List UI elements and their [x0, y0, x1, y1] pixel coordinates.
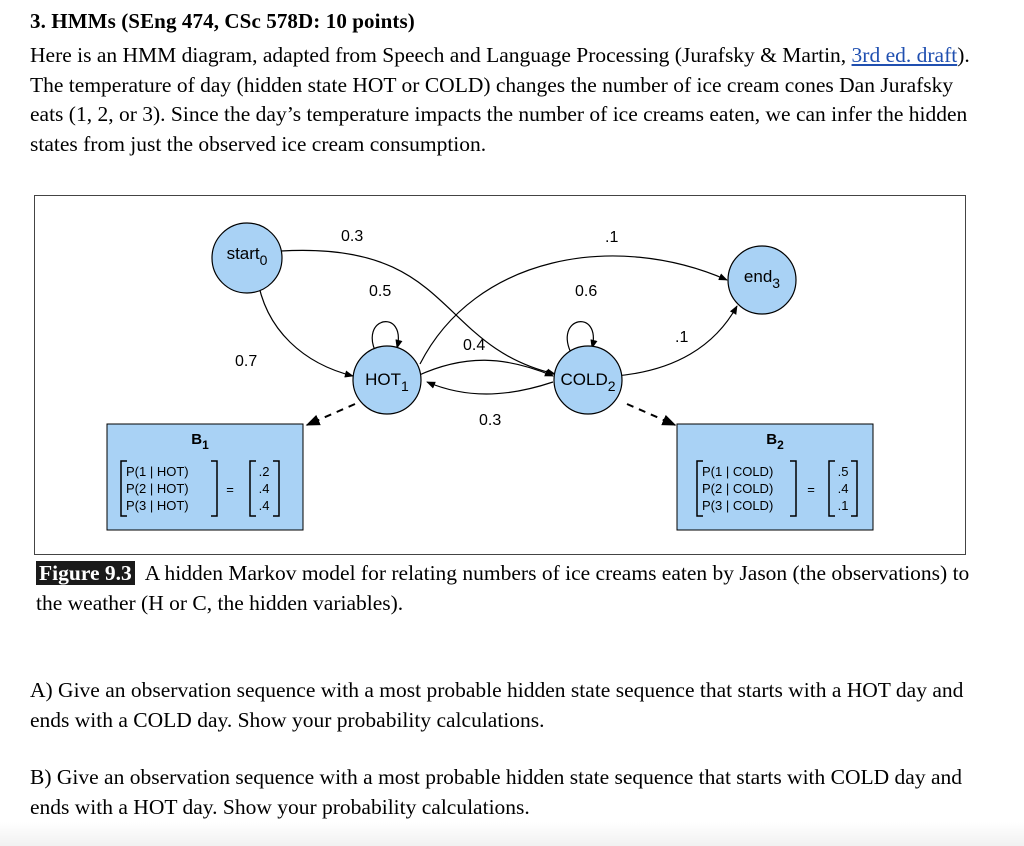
svg-text:end3: end3 — [744, 267, 780, 291]
node-end-label: end — [744, 267, 772, 286]
node-end-sub: 3 — [772, 275, 780, 291]
node-start-label: start — [227, 244, 260, 263]
edge-cold-to-end — [614, 305, 738, 377]
edge-cold-to-hot — [426, 381, 554, 395]
b1-row-3: P(3 | HOT) — [126, 498, 189, 513]
node-start: start0 — [211, 222, 283, 294]
svg-text:B1: B1 — [191, 431, 209, 452]
node-cold: COLD2 — [553, 345, 623, 415]
bottom-edge — [0, 822, 1024, 846]
b2-equals: = — [807, 482, 815, 497]
label-hot-to-end: .1 — [605, 229, 618, 246]
b1-values-right-bracket — [273, 460, 280, 517]
edge-cold-to-b2 — [626, 403, 677, 426]
b2-row-2: P(2 | COLD) — [702, 481, 773, 496]
question-a: A) Give an observation sequence with a m… — [30, 678, 964, 732]
intro-text-before: Here is an HMM diagram, adapted from Spe… — [30, 43, 852, 67]
b2-values-right-bracket — [851, 460, 858, 517]
label-cold-self: 0.6 — [575, 283, 597, 300]
edge-hot-to-cold — [416, 359, 554, 377]
edge-start-to-hot — [256, 275, 354, 378]
b2-row-3: P(3 | COLD) — [702, 498, 773, 513]
node-hot-sub: 1 — [401, 378, 409, 394]
edge-cold-self — [566, 321, 598, 356]
b2-title-sub: 2 — [777, 438, 784, 452]
hmm-figure: 0.3 .1 0.5 0.6 0.4 .1 0.7 0.3 start0 HOT… — [34, 195, 966, 555]
label-cold-to-end: .1 — [675, 329, 688, 346]
label-start-to-cold: 0.3 — [341, 228, 363, 245]
b1-right-bracket — [211, 460, 218, 517]
question-b: B) Give an observation sequence with a m… — [30, 765, 963, 819]
edge-hot-self — [371, 321, 403, 356]
b1-values-left-bracket — [249, 460, 256, 517]
b2-row-1: P(1 | COLD) — [702, 464, 773, 479]
edge-start-to-cold — [280, 249, 556, 376]
b1-title-sub: 1 — [202, 438, 209, 452]
b1-row-2: P(2 | HOT) — [126, 481, 189, 496]
b1-value-3: .4 — [259, 498, 270, 513]
figure-caption-text: A hidden Markov model for relating numbe… — [36, 561, 970, 615]
node-hot: HOT1 — [352, 345, 422, 415]
b2-value-3: .1 — [838, 498, 849, 513]
svg-text:COLD2: COLD2 — [560, 370, 615, 394]
node-cold-label: COLD — [560, 370, 607, 389]
b2-value-1: .5 — [838, 464, 849, 479]
b2-title: B — [766, 431, 777, 448]
b1-title: B — [191, 431, 202, 448]
b2-left-bracket — [696, 460, 703, 517]
intro-text-after: ). The temperature of day (hidden state … — [30, 43, 970, 156]
label-hot-self: 0.5 — [369, 283, 391, 300]
label-cold-to-hot: 0.3 — [479, 412, 501, 429]
label-start-to-hot: 0.7 — [235, 353, 257, 370]
b2-value-2: .4 — [838, 481, 849, 496]
b2-values-left-bracket — [828, 460, 835, 517]
b1-left-bracket — [120, 460, 127, 517]
b1-value-2: .4 — [259, 481, 270, 496]
emission-box-b2: B2 P(1 | COLD) P(2 | COLD) P(3 | COLD) =… — [676, 423, 874, 531]
node-cold-sub: 2 — [608, 378, 616, 394]
edge-hot-to-end — [419, 255, 728, 365]
b1-row-1: P(1 | HOT) — [126, 464, 189, 479]
figure-label: Figure 9.3 — [36, 561, 135, 585]
label-hot-to-cold: 0.4 — [463, 337, 485, 354]
node-start-sub: 0 — [260, 252, 268, 268]
svg-text:start0: start0 — [227, 244, 268, 268]
emission-box-b1: B1 P(1 | HOT) P(2 | HOT) P(3 | HOT) = .2… — [106, 423, 304, 531]
hmm-diagram: 0.3 .1 0.5 0.6 0.4 .1 0.7 0.3 start0 HOT… — [106, 222, 874, 531]
draft-link[interactable]: 3rd ed. draft — [851, 43, 958, 67]
node-hot-label: HOT — [365, 370, 401, 389]
question-heading: 3. HMMs (SEng 474, CSc 578D: 10 points) — [30, 9, 415, 33]
intro-paragraph: Here is an HMM diagram, adapted from Spe… — [30, 41, 990, 159]
node-end: end3 — [727, 245, 797, 315]
svg-text:B2: B2 — [766, 431, 784, 452]
b1-value-1: .2 — [259, 464, 270, 479]
svg-text:HOT1: HOT1 — [365, 370, 409, 394]
b2-right-bracket — [790, 460, 797, 517]
edge-hot-to-b1 — [305, 403, 356, 426]
b1-equals: = — [226, 482, 234, 497]
